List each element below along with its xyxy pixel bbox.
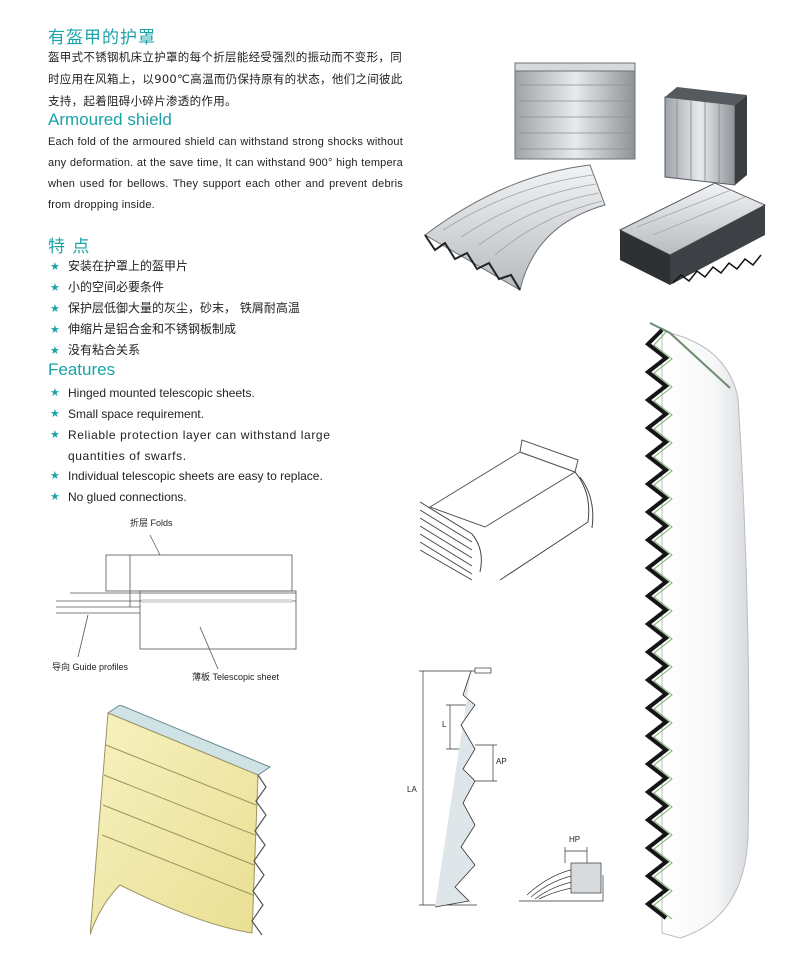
- telescopic-sheet-label: 薄板 Telescopic sheet: [192, 672, 280, 682]
- list-item: ★伸缩片是铝合金和不锈钢板制成: [50, 319, 300, 340]
- dimension-drawing-la: [419, 667, 497, 908]
- guide-profiles-label: 导向 Guide profiles: [52, 662, 129, 672]
- photo-u-shaped-shield: [419, 439, 594, 581]
- en-title: Armoured shield: [48, 110, 172, 129]
- features-en-list: ★Hinged mounted telescopic sheets. ★Smal…: [50, 383, 388, 508]
- dimension-drawing-hp: [519, 847, 604, 902]
- features-en-title: Features: [48, 360, 116, 379]
- product-photos: [424, 62, 767, 291]
- photo-shield-box-1: [514, 62, 636, 160]
- star-bullet-icon: ★: [50, 302, 60, 315]
- star-bullet-icon: ★: [50, 323, 60, 336]
- cn-title: 有盔甲的护罩: [48, 28, 156, 48]
- list-item: ★没有粘合关系: [50, 340, 300, 361]
- star-bullet-icon: ★: [50, 281, 60, 294]
- features-cn-title: 特 点: [48, 237, 91, 257]
- photo-curved-shield: [424, 164, 606, 291]
- star-bullet-icon: ★: [50, 429, 60, 441]
- folds-diagram: [56, 534, 297, 670]
- star-bullet-icon: ★: [50, 408, 60, 420]
- photo-yellow-armoured-sheet: [90, 705, 272, 936]
- folds-label: 折层 Folds: [130, 518, 173, 528]
- dimension-ap-label: AP: [496, 757, 507, 766]
- dimension-hp-label: HP: [569, 835, 581, 844]
- features-cn-list: ★安装在护罩上的盔甲片 ★小的空间必要条件 ★保护层低御大量的灰尘，砂末， 铁屑…: [50, 256, 300, 361]
- list-item: ★Individual telescopic sheets are easy t…: [50, 466, 388, 487]
- photo-shield-box-2: [664, 87, 747, 186]
- list-item: ★ Reliable protection layer can withstan…: [50, 425, 388, 466]
- list-item: ★Hinged mounted telescopic sheets.: [50, 383, 388, 404]
- list-item: ★安装在护罩上的盔甲片: [50, 256, 300, 277]
- star-bullet-icon: ★: [50, 491, 60, 503]
- dimension-l-label: L: [442, 720, 447, 729]
- list-item: ★No glued connections.: [50, 487, 388, 508]
- dimension-la-label: LA: [407, 785, 417, 794]
- en-paragraph: Each fold of the armoured shield can wit…: [48, 136, 403, 211]
- photo-shield-box-3: [618, 182, 767, 285]
- photo-tall-telescopic-shield: [644, 322, 750, 939]
- star-bullet-icon: ★: [50, 260, 60, 273]
- list-item: ★Small space requirement.: [50, 404, 388, 425]
- list-item: ★小的空间必要条件: [50, 277, 300, 298]
- list-item: ★保护层低御大量的灰尘，砂末， 铁屑耐高温: [50, 298, 300, 319]
- star-bullet-icon: ★: [50, 387, 60, 399]
- star-bullet-icon: ★: [50, 470, 60, 482]
- cn-paragraph: 盔甲式不锈钢机床立护罩的每个折层能经受强烈的振动而不变形，同时应用在风箱上，以9…: [48, 50, 403, 108]
- star-bullet-icon: ★: [50, 344, 60, 357]
